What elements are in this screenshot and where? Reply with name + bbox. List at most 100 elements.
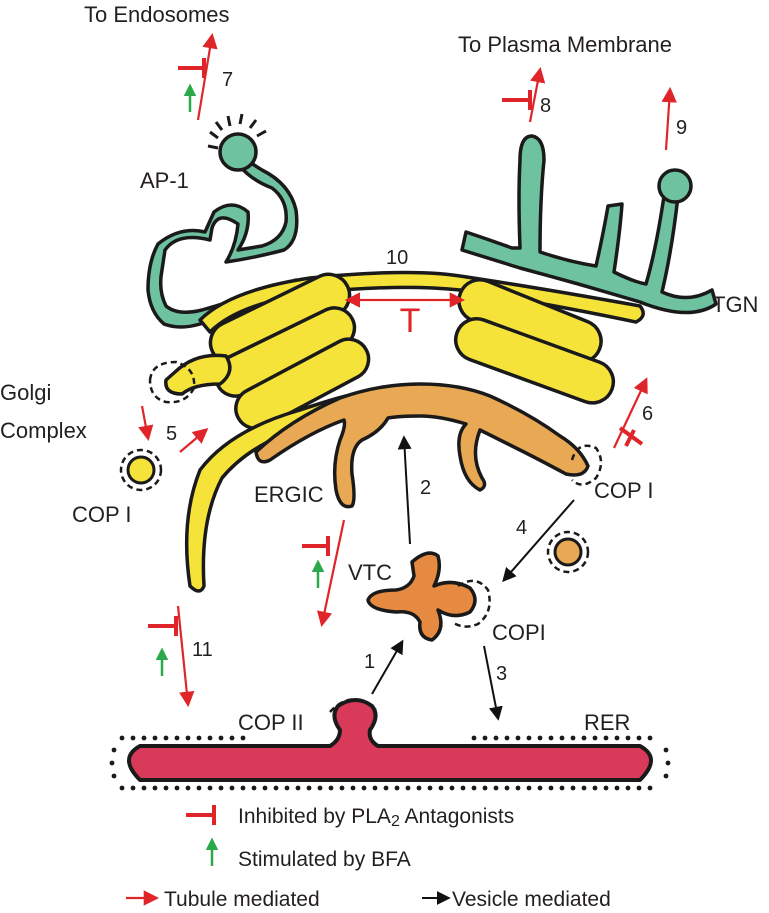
ribosome-dot: [526, 735, 532, 741]
ribosome-dot: [625, 735, 631, 741]
inhibit-symbol-er: [302, 536, 330, 556]
pathway-number-11: 11: [192, 639, 213, 661]
golgi-cisterna-right-2: [453, 317, 616, 405]
ribosome-dot: [482, 785, 488, 791]
ribosome-dot: [163, 785, 169, 791]
ribosome-dot: [361, 785, 367, 791]
legend-inhibited-subscript: 2: [391, 813, 400, 830]
ribosome-dot: [383, 785, 389, 791]
label-tgn: TGN: [712, 292, 758, 317]
legend-tubule-text: Tubule mediated: [164, 888, 320, 911]
ribosome-dot: [372, 785, 378, 791]
ribosome-dot: [152, 785, 158, 791]
pathway-number-3: 3: [496, 663, 507, 685]
stimulation-arrows: [155, 83, 325, 866]
golgi-rim-bud: [164, 353, 232, 396]
inhibit-symbol-11: [148, 616, 178, 636]
ribosome-dot: [581, 735, 587, 741]
ribosome-dot: [592, 735, 598, 741]
ribosome-dot: [185, 735, 191, 741]
ribosome-dot: [548, 785, 554, 791]
ribosome-dot: [163, 735, 169, 741]
ribosome-dot: [317, 785, 323, 791]
ribosome-dot: [196, 785, 202, 791]
legend-stimulated-text: Stimulated by BFA: [238, 848, 411, 871]
ribosome-dot: [130, 785, 136, 791]
ribosome-dot: [427, 785, 433, 791]
pathway-number-9: 9: [676, 117, 687, 139]
ribosome-dot: [603, 785, 609, 791]
label-vtc: VTC: [348, 560, 392, 585]
ribosome-dots: [109, 735, 671, 791]
golgi-cisterna-left-3: [234, 337, 371, 431]
ribosome-dot: [471, 785, 477, 791]
pathway-arrow-2: [397, 435, 412, 545]
ribosome-dot: [559, 735, 565, 741]
pathway-arrow-5b: [179, 428, 209, 453]
pathway-number-1: 1: [364, 651, 375, 673]
ribosome-dot: [350, 785, 356, 791]
legend-vesicle-text: Vesicle mediated: [452, 888, 611, 911]
ribosome-dot: [504, 735, 510, 741]
pathway-number-10: 10: [386, 247, 408, 269]
legend-inhibited-text: Inhibited by PLA2 Antagonists: [238, 805, 514, 830]
ribosome-dot: [559, 785, 565, 791]
ribosome-dot: [229, 785, 235, 791]
pathway-number-6: 6: [642, 403, 653, 425]
label-copi-right: COP I: [594, 478, 654, 503]
ribosome-dot: [405, 785, 411, 791]
pathway-arrow-5a: [138, 405, 154, 442]
ribosome-dot: [515, 735, 521, 741]
ribosome-dot: [141, 785, 147, 791]
inhibit-symbol-7: [178, 58, 206, 78]
tgn-right-network: [460, 134, 718, 315]
inhibit-symbol-8: [502, 90, 532, 110]
ribosome-dot: [295, 785, 301, 791]
ribosome-dot: [515, 785, 521, 791]
ribosome-dot: [218, 785, 224, 791]
ribosome-dot: [526, 785, 532, 791]
vtc-cluster: [366, 551, 491, 642]
ribosome-dot: [196, 735, 202, 741]
ribosome-dot: [460, 785, 466, 791]
ribosome-dot: [240, 735, 246, 741]
ribosome-dot: [109, 760, 115, 766]
ribosome-dot: [251, 785, 257, 791]
label-ap1: AP-1: [140, 168, 189, 193]
label-copii: COP II: [238, 710, 304, 735]
ribosome-dot: [614, 785, 620, 791]
ribosome-dot: [152, 735, 158, 741]
ribosome-dot: [636, 785, 642, 791]
ribosome-dot: [416, 785, 422, 791]
ribosome-dot: [229, 735, 235, 741]
pathway-arrow-er-retrograde: [317, 519, 346, 628]
ribosome-dot: [262, 785, 268, 791]
ribosome-dot: [548, 735, 554, 741]
pathway-arrow-4: [502, 499, 575, 583]
label-ergic: ERGIC: [254, 482, 324, 507]
pathway-arrow-8: [528, 66, 546, 123]
ribosome-dot: [306, 785, 312, 791]
inhibit-symbol-6: [618, 426, 644, 447]
label-rer: RER: [584, 710, 630, 735]
ribosome-dot: [339, 785, 345, 791]
ribosome-dot: [614, 735, 620, 741]
copi-vesicle-right: [546, 530, 590, 574]
pathway-number-4: 4: [516, 517, 527, 539]
pathway-number-2: 2: [420, 477, 431, 499]
pathway-number-7: 7: [222, 69, 233, 91]
ribosome-dot: [273, 785, 279, 791]
ribosome-dot: [537, 735, 543, 741]
label-golgi-line2: Complex: [0, 418, 87, 443]
ribosome-dot: [438, 785, 444, 791]
ribosome-dot: [636, 735, 642, 741]
inhibition-symbols: [148, 58, 644, 825]
ribosome-dot: [665, 760, 671, 766]
ribosome-dot: [119, 735, 125, 741]
ribosome-dot: [663, 773, 669, 779]
label-to-plasma-membrane: To Plasma Membrane: [458, 32, 672, 57]
pathway-arrow-11: [176, 605, 195, 708]
ribosome-dot: [471, 735, 477, 741]
